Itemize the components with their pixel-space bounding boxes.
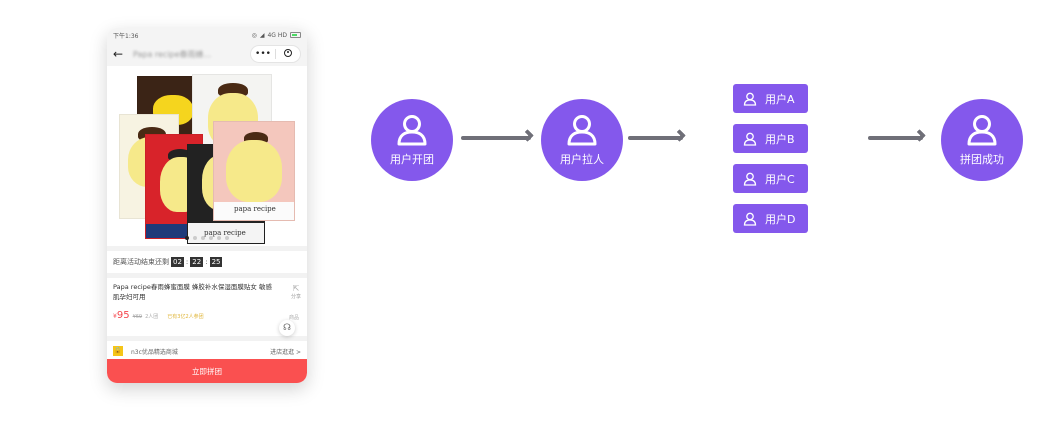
step-label: 用户开团 (390, 153, 434, 166)
nav-bar: ← Papa recipe春雨蜂... ••• (107, 42, 307, 66)
user-label: 用户C (765, 172, 795, 186)
step-label: 用户拉人 (560, 153, 604, 166)
share-icon: ⇱ (292, 284, 300, 293)
join-group-button[interactable]: 立即拼团 (107, 359, 307, 383)
shop-row[interactable]: 🔒 n3c优品精选商城 进店逛逛 > (107, 336, 307, 361)
alarm-icon: ◎ (251, 31, 257, 39)
status-time: 下午1:36 (113, 32, 139, 40)
product-title: Papa recipe春雨蜂蜜面膜 蜂胶补水保湿面膜贴女 敏感肌孕妇可用 (113, 283, 272, 301)
carousel-dot[interactable] (193, 236, 197, 240)
user-icon (743, 92, 757, 106)
shop-icon: 🔒 (113, 346, 123, 356)
user-icon (743, 132, 757, 146)
user-icon (397, 115, 427, 146)
flow-arrow (868, 136, 923, 140)
carousel-dot[interactable] (217, 236, 221, 240)
signal-icon: ◢ (259, 31, 265, 39)
countdown-hours: 02 (171, 257, 184, 267)
nav-title: Papa recipe春雨蜂... (133, 49, 212, 59)
group-price: ¥95 (113, 310, 130, 321)
user-icon (967, 115, 997, 146)
user-chip-b: 用户B (733, 124, 808, 153)
countdown-label: 距离活动结束还剩 (113, 258, 169, 266)
product-image-carousel[interactable]: papa recipe papa recipe (107, 66, 307, 246)
share-button[interactable]: ⇱ 分享 (290, 284, 301, 300)
flow-arrow (461, 136, 531, 140)
phone-mockup: 下午1:36 ◎ ◢ 4G HD ← Papa recipe春雨蜂... ••• (107, 28, 307, 383)
status-bar: 下午1:36 ◎ ◢ 4G HD (107, 28, 307, 42)
countdown-bar: 距离活动结束还剩 02 : 22 : 25 (107, 246, 307, 273)
user-chip-c: 用户C (733, 164, 808, 193)
carousel-dot[interactable] (225, 236, 229, 240)
step-node-success: 拼团成功 (941, 99, 1023, 181)
group-size: 2人团 (145, 314, 159, 320)
user-label: 用户B (765, 132, 795, 146)
user-icon (567, 115, 597, 146)
countdown-seconds: 25 (209, 257, 223, 267)
user-label: 用户D (765, 212, 796, 226)
battery-icon (290, 32, 301, 38)
original-price: ¥69 (132, 314, 143, 320)
price-row: ¥95 ¥69 2人团 已有3亿2人参团 (113, 310, 301, 321)
product-box-pink: papa recipe (213, 121, 295, 221)
step-node-open-group: 用户开团 (371, 99, 453, 181)
more-icon[interactable]: ••• (255, 49, 271, 59)
carousel-dot[interactable] (201, 236, 205, 240)
step-label: 拼团成功 (960, 153, 1004, 166)
carousel-dots (107, 236, 307, 240)
user-chip-d: 用户D (733, 204, 808, 233)
product-info: Papa recipe春雨蜂蜜面膜 蜂胶补水保湿面膜贴女 敏感肌孕妇可用 ⇱ 分… (107, 273, 307, 336)
product-more-link[interactable]: 商品 (288, 315, 299, 321)
carousel-dot[interactable] (185, 236, 189, 240)
shop-name: n3c优品精选商城 (131, 348, 178, 356)
customer-service-icon[interactable]: ☊ (279, 320, 295, 336)
step-node-invite: 用户拉人 (541, 99, 623, 181)
countdown-minutes: 22 (190, 257, 204, 267)
user-icon (743, 212, 757, 226)
carousel-dot[interactable] (209, 236, 213, 240)
user-icon (743, 172, 757, 186)
flow-arrow (628, 136, 683, 140)
back-arrow-icon[interactable]: ← (113, 47, 124, 61)
mini-program-capsule: ••• (250, 45, 301, 63)
close-target-icon[interactable] (276, 48, 300, 60)
user-label: 用户A (765, 92, 795, 106)
user-chip-a: 用户A (733, 84, 808, 113)
joined-count: 已有3亿2人参团 (167, 314, 204, 320)
enter-shop-link[interactable]: 进店逛逛 > (270, 348, 301, 356)
network-label: 4G HD (267, 31, 287, 39)
